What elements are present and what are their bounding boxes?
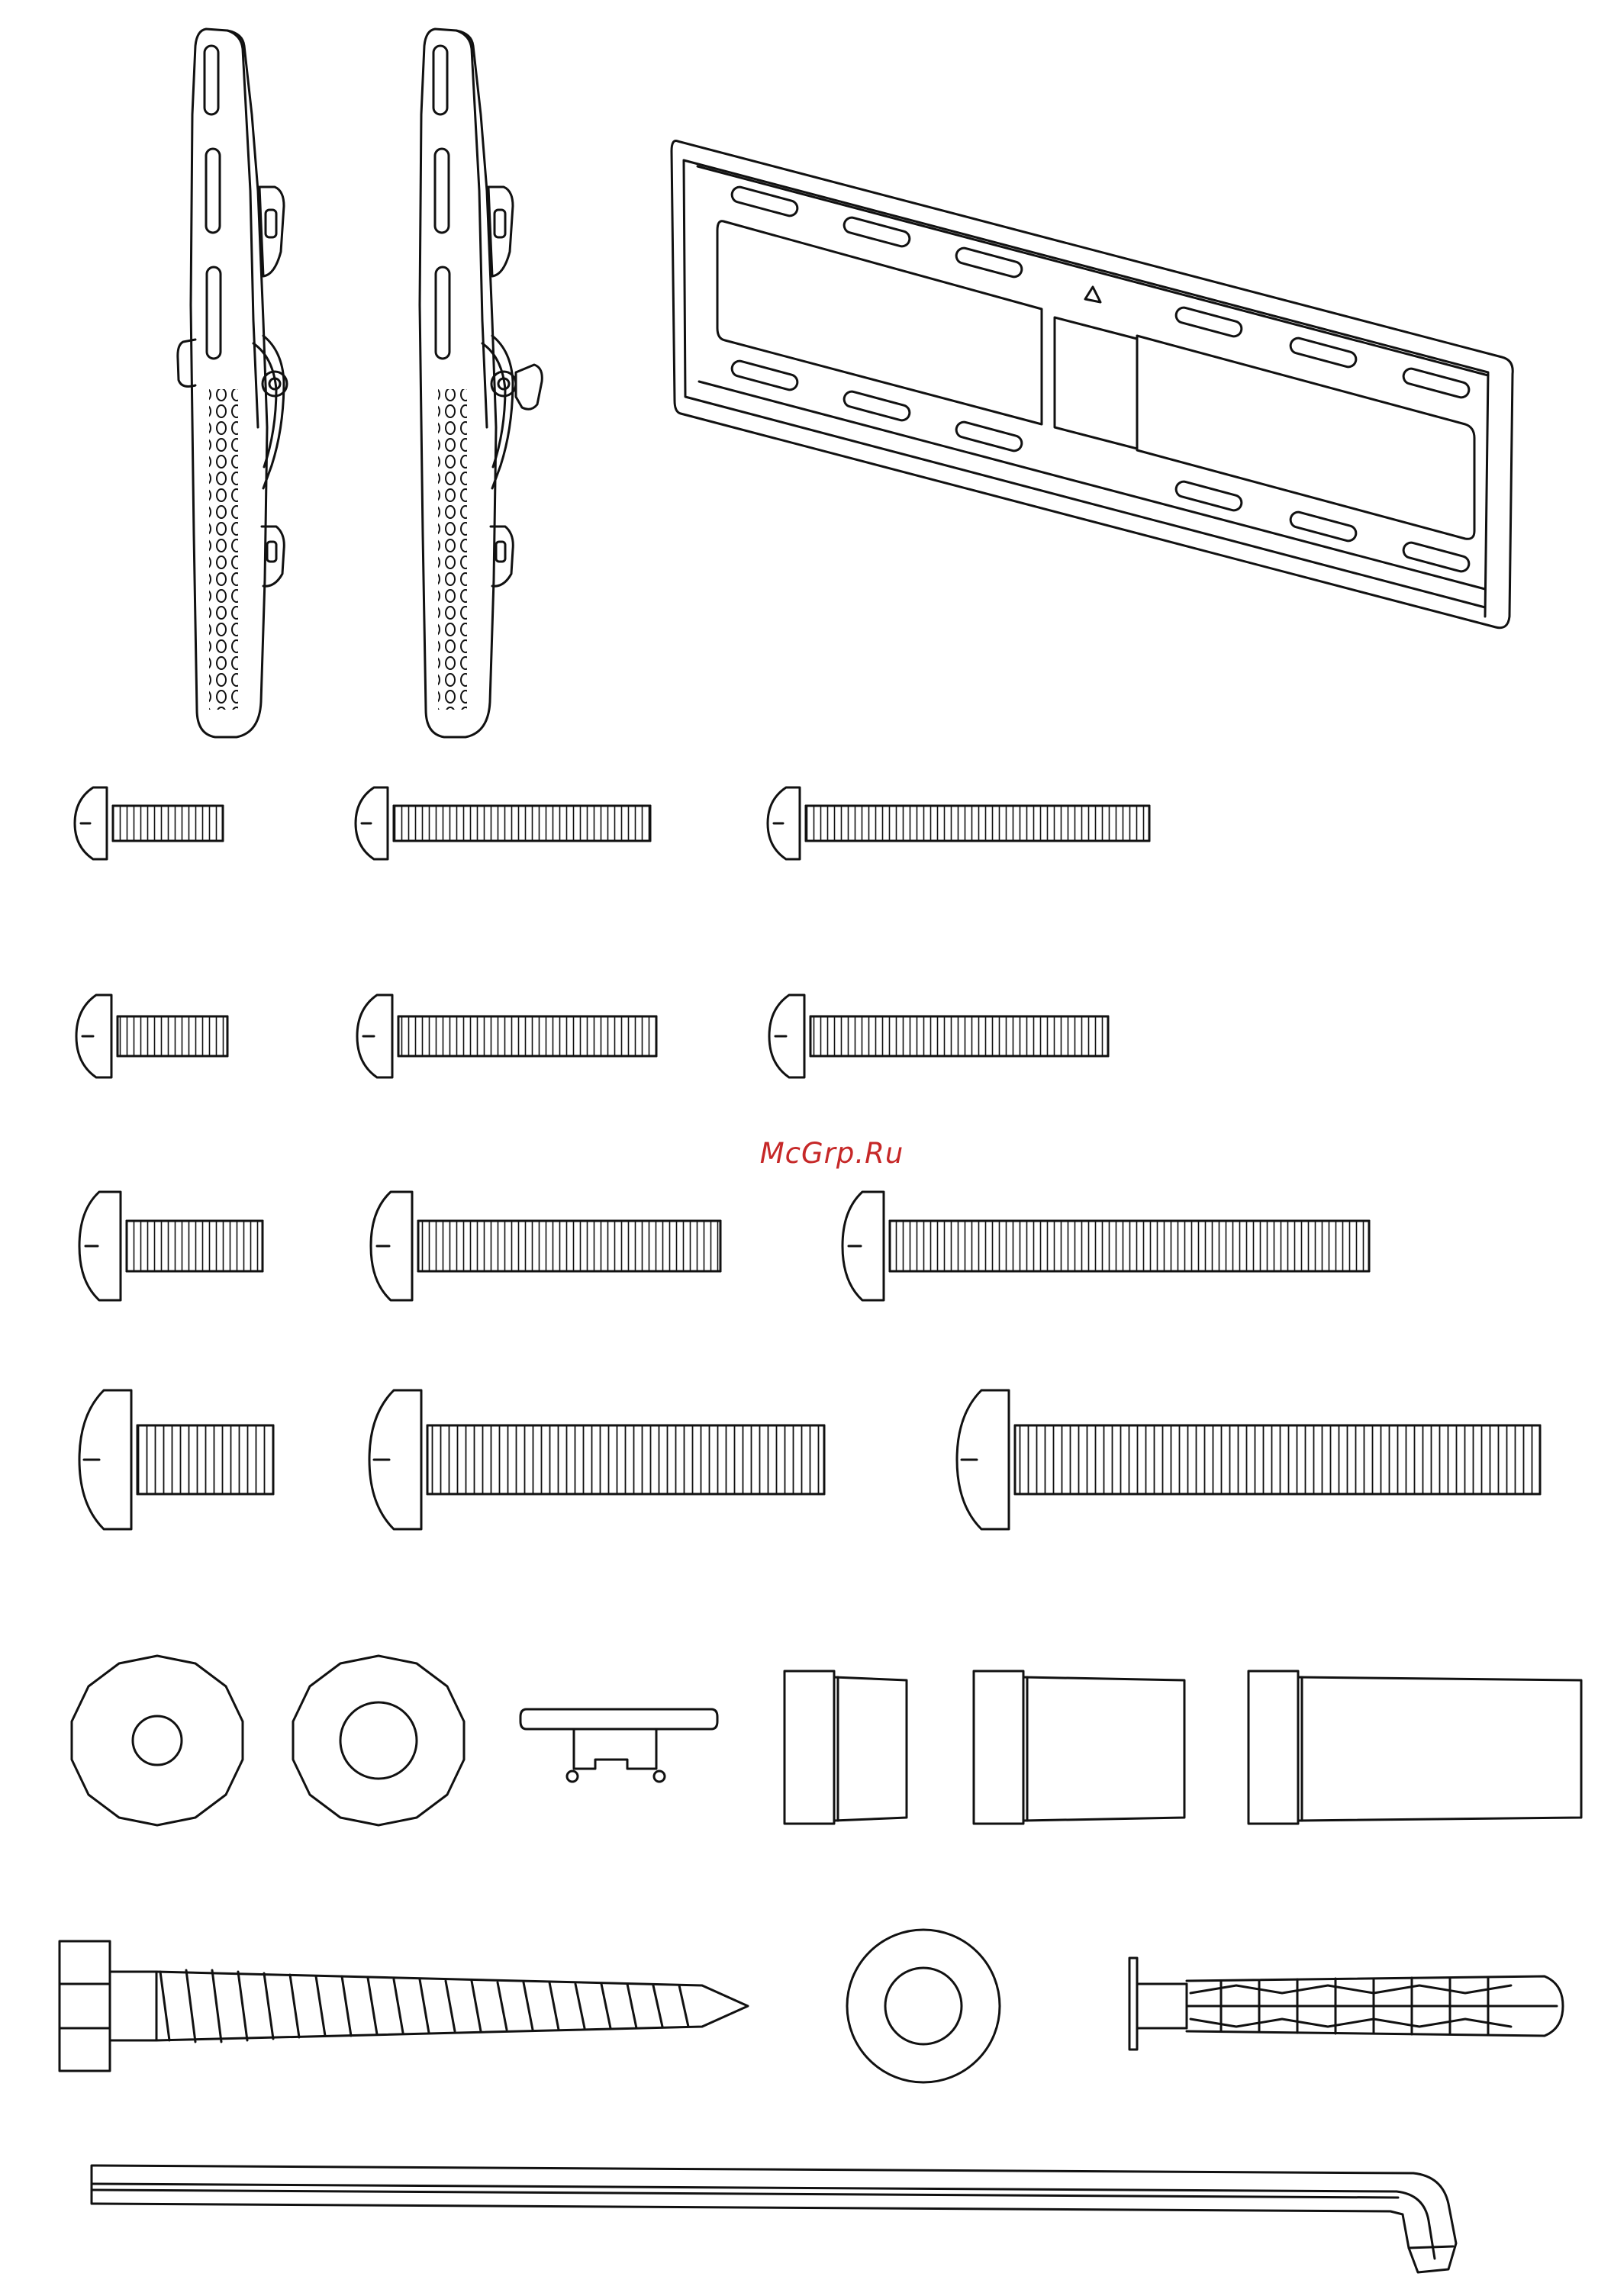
wall-anchor: [1129, 1958, 1563, 2050]
watermark-text: McGrp.Ru: [733, 1137, 931, 1170]
screw-m8-short: [79, 1390, 273, 1529]
screw-row-1: [75, 787, 1149, 859]
screw-m6-medium: [371, 1192, 720, 1300]
screw-row-3: [79, 1192, 1369, 1300]
lag-bolt-washer: [847, 1930, 1000, 2082]
washers-and-spacers: [72, 1656, 1581, 1825]
screw-m8-medium: [369, 1390, 824, 1529]
screw-m4-medium: [356, 787, 650, 859]
bracket-clip: [520, 1709, 717, 1782]
spacer-short: [785, 1671, 907, 1824]
screw-m5-short: [76, 995, 227, 1077]
screw-m4-long: [768, 787, 1149, 859]
wall-plate: [672, 141, 1513, 628]
screw-m6-long: [842, 1192, 1369, 1300]
spacer-long: [1248, 1671, 1581, 1824]
tv-bracket-right: [420, 29, 542, 737]
spacer-medium: [974, 1671, 1184, 1824]
screw-m4-short: [75, 787, 223, 859]
hex-key: [92, 2166, 1456, 2272]
washer-large-hole: [293, 1656, 464, 1825]
wall-fixings: [60, 1930, 1563, 2082]
screw-m5-long: [769, 995, 1108, 1077]
screw-m5-medium: [357, 995, 656, 1077]
screw-row-4: [79, 1390, 1540, 1529]
screw-m8-long: [957, 1390, 1540, 1529]
lag-bolt: [60, 1941, 748, 2071]
washer-small-hole: [72, 1656, 243, 1825]
screw-row-2: [76, 995, 1108, 1077]
tv-bracket-left: [178, 29, 287, 737]
screw-m6-short: [79, 1192, 263, 1300]
